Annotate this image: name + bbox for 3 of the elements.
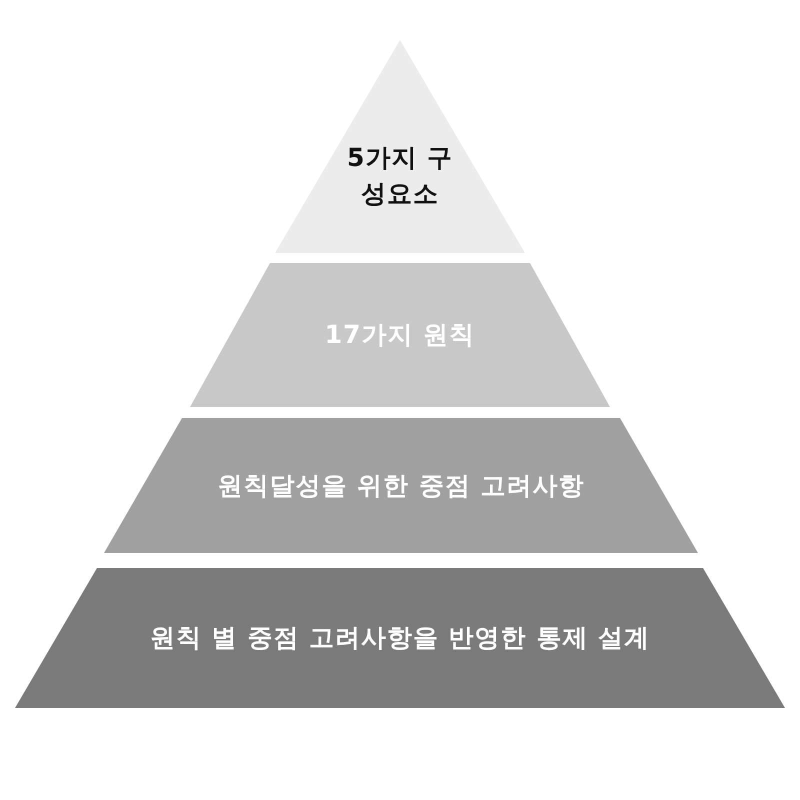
level-label: 5가지 구성요소 <box>346 142 454 210</box>
level-label: 원칙달성을 위한 중점 고려사항 <box>216 470 586 502</box>
level-label: 원칙 별 중점 고려사항을 반영한 통제 설계 <box>148 622 652 654</box>
